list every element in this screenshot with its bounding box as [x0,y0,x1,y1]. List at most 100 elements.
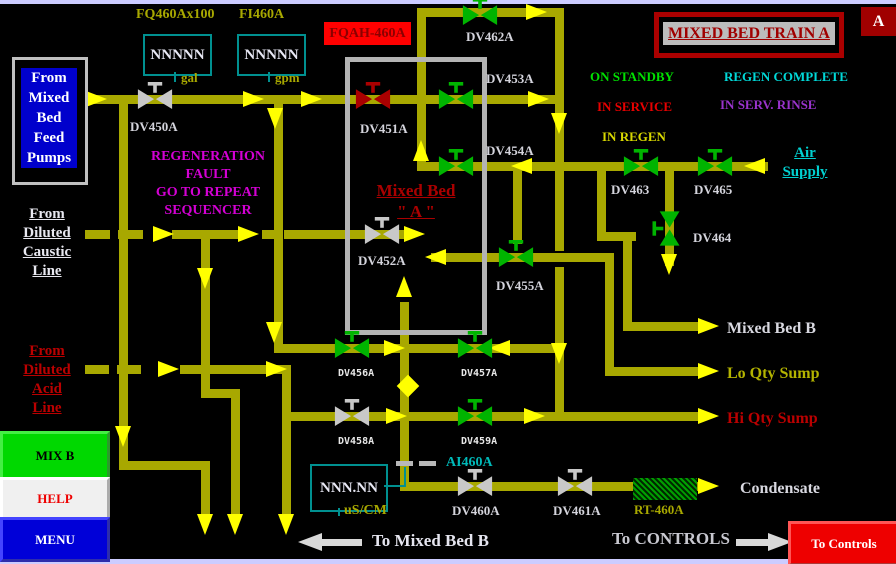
fq460a-units: gal [181,70,198,85]
valve-symbol [623,149,659,176]
acid-source-link[interactable]: From Diluted Acid Line [23,343,71,416]
pipe [623,232,632,331]
valve-label: DV463 [611,182,650,197]
flow-arrow [698,318,719,334]
flow-arrow [511,158,532,174]
valve-label: DV461A [553,503,601,518]
valve-label: DV452A [358,253,406,268]
mixed-bed-a-vessel [345,57,487,335]
valve-dv450a[interactable] [137,82,173,109]
valve-dv463[interactable] [623,149,659,176]
valve-dv460a[interactable] [457,469,493,496]
menu-button[interactable]: MENU [0,517,110,562]
valve-dv452a[interactable] [364,217,400,244]
flow-arrow [197,514,213,535]
flow-arrow [158,361,179,377]
flow-arrow [384,340,405,356]
valve-symbol [457,469,493,496]
valve-dv454a[interactable] [438,149,474,176]
fi460a-value: NNNNN [244,46,299,63]
valve-dv459a[interactable] [457,399,493,426]
valve-dv451a[interactable] [355,82,391,109]
valve-label: DV459A [461,436,498,447]
flow-arrow [404,226,425,242]
pipe [119,95,128,470]
flow-arrow [551,113,567,134]
mix-b-button[interactable]: MIX B [0,431,110,480]
valve-dv455a[interactable] [498,240,534,267]
flow-arrow [526,4,547,20]
pipe [404,482,704,491]
fq460a-tag: FQ460Ax100 [136,7,215,22]
pipe [262,230,276,239]
valve-dv462a[interactable] [462,0,498,25]
valve-symbol [334,399,370,426]
mixed-bed-a-label: Mixed Bed " A " [376,181,456,221]
valve-label: DV462A [466,29,514,44]
fq460a-value: NNNNN [150,46,205,63]
pipe [513,166,522,244]
to-mixed-bed-b-arrow[interactable] [298,533,322,551]
to-mixed-bed-b-label[interactable]: To Mixed Bed B [372,531,489,550]
pipe [282,365,291,518]
valve-dv464[interactable] [648,211,684,246]
valve-dv453a[interactable] [438,82,474,109]
valve-dv458a[interactable] [334,399,370,426]
flow-arrow [528,91,549,107]
pipe [282,412,704,421]
ai460a-value-box: NNN.NN [310,464,388,512]
valve-symbol [457,331,493,358]
valve-symbol [355,82,391,109]
pipe [274,95,283,353]
valve-symbol [457,399,493,426]
flow-arrow [266,322,282,343]
feed-pumps-source-label[interactable]: From Mixed Bed Feed Pumps [21,68,77,168]
valve-symbol [137,82,173,109]
valve-label: DV454A [486,143,534,158]
help-button[interactable]: HELP [0,477,110,520]
valve-label: DV465 [694,182,733,197]
valve-label: DV460A [452,503,500,518]
valve-symbol [557,469,593,496]
valve-symbol [438,82,474,109]
valve-dv461a[interactable] [557,469,593,496]
valve-dv456a[interactable] [334,331,370,358]
to-controls-arrow [768,533,792,551]
to-mixed-bed-b-arrow-shaft[interactable] [320,539,362,546]
pipe [417,8,426,171]
flow-arrow [396,276,412,297]
status-on-standby: ON STANDBY [590,69,674,84]
dest-condensate: Condensate [740,480,821,497]
ai460a-tag: AI460A [446,455,493,470]
valve-dv465[interactable] [697,149,733,176]
to-controls-button[interactable]: To Controls [788,521,896,564]
valve-symbol [462,0,498,25]
bottom-border-strip [0,559,896,564]
air-supply-link[interactable]: Air Supply [782,145,828,180]
ai460a-lead-dash [419,461,436,466]
caustic-source-link[interactable]: From Diluted Caustic Line [22,206,72,279]
pipe [201,389,240,398]
flow-arrow [698,478,719,494]
fq460a-value-box: NNNNN [143,34,212,76]
valve-label: DV456A [338,368,375,379]
regeneration-fault-banner: REGENERATION FAULT GO TO REPEAT SEQUENCE… [150,149,266,218]
fi460a-tick [268,72,270,82]
valve-symbol [652,211,680,246]
pipe [597,232,636,241]
fi460a-value-box: NNNNN [237,34,306,76]
flow-arrow [551,343,567,364]
pipe [274,344,564,353]
flow-arrow [115,426,131,447]
rt460a-element [633,478,697,500]
valve-symbol [364,217,400,244]
valve-label: DV464 [693,230,732,245]
pipe [201,461,210,518]
flow-arrow [386,408,407,424]
flow-arrow [243,91,264,107]
fi460a-tag: FI460A [239,7,285,22]
valve-dv457a[interactable] [457,331,493,358]
train-a-badge[interactable]: A [861,7,896,36]
fi460a-units: gpm [275,70,300,85]
